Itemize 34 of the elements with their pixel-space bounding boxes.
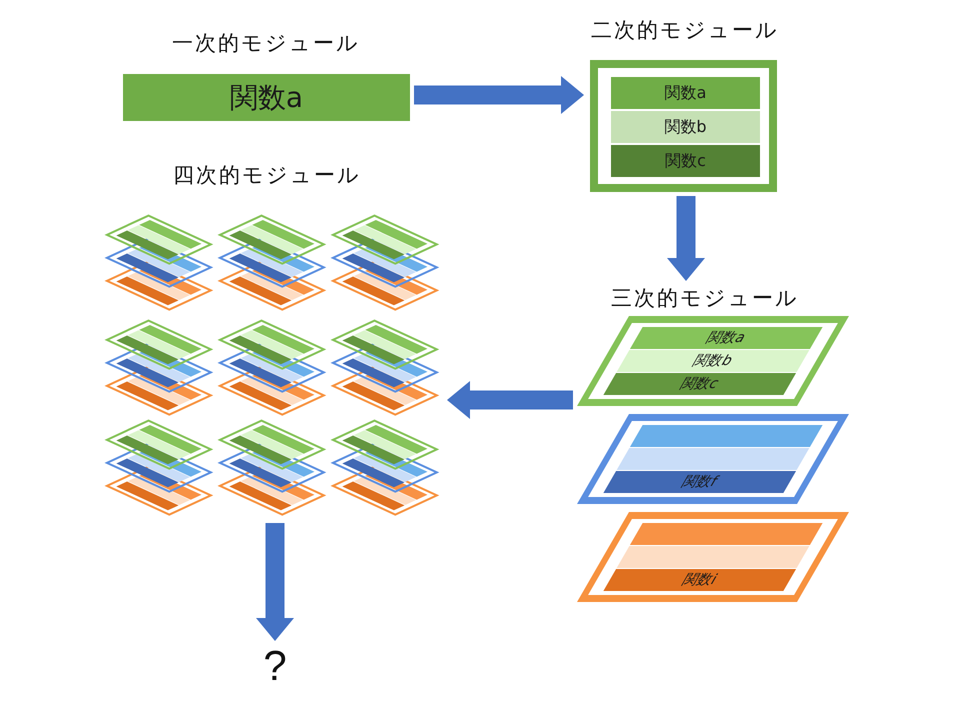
module-heading: 一次的モジュール	[171, 30, 361, 56]
module-stack-drawing	[103, 213, 215, 313]
module-stack-drawing	[216, 213, 328, 313]
arrow	[667, 196, 705, 281]
function-bar: 関数c	[603, 373, 796, 395]
module-stack-drawing	[216, 318, 328, 418]
module-stack-drawing	[103, 418, 215, 518]
layer-frame	[577, 414, 849, 504]
module-stack-drawing	[329, 213, 441, 313]
function-bar	[616, 448, 810, 470]
layer-frame	[577, 512, 849, 602]
function-bar: 関数f	[603, 471, 796, 493]
function-bar	[630, 425, 823, 447]
function-bar: 関数b	[616, 350, 810, 372]
module-heading: 二次的モジュール	[590, 17, 780, 43]
function-bar: 関数a	[611, 77, 760, 109]
module-heading: 三次的モジュール	[610, 285, 800, 311]
module-stack-drawing	[216, 418, 328, 518]
module-stack-drawing	[329, 418, 441, 518]
function-bar: 関数i	[603, 569, 796, 591]
function-bar: 関数b	[611, 111, 760, 143]
module-stack-drawing	[329, 318, 441, 418]
function-bar	[616, 546, 810, 568]
module-stack-drawing	[103, 318, 215, 418]
function-bar: 関数c	[611, 145, 760, 177]
arrow	[414, 76, 584, 114]
arrow	[256, 523, 294, 641]
function-bar	[630, 523, 823, 545]
function-bar: 関数a	[123, 74, 410, 121]
function-bar: 関数a	[630, 327, 823, 349]
question-mark: ?	[255, 645, 295, 687]
arrow	[447, 381, 573, 419]
layer-frame	[577, 316, 849, 406]
module-heading: 四次的モジュール	[172, 162, 362, 188]
